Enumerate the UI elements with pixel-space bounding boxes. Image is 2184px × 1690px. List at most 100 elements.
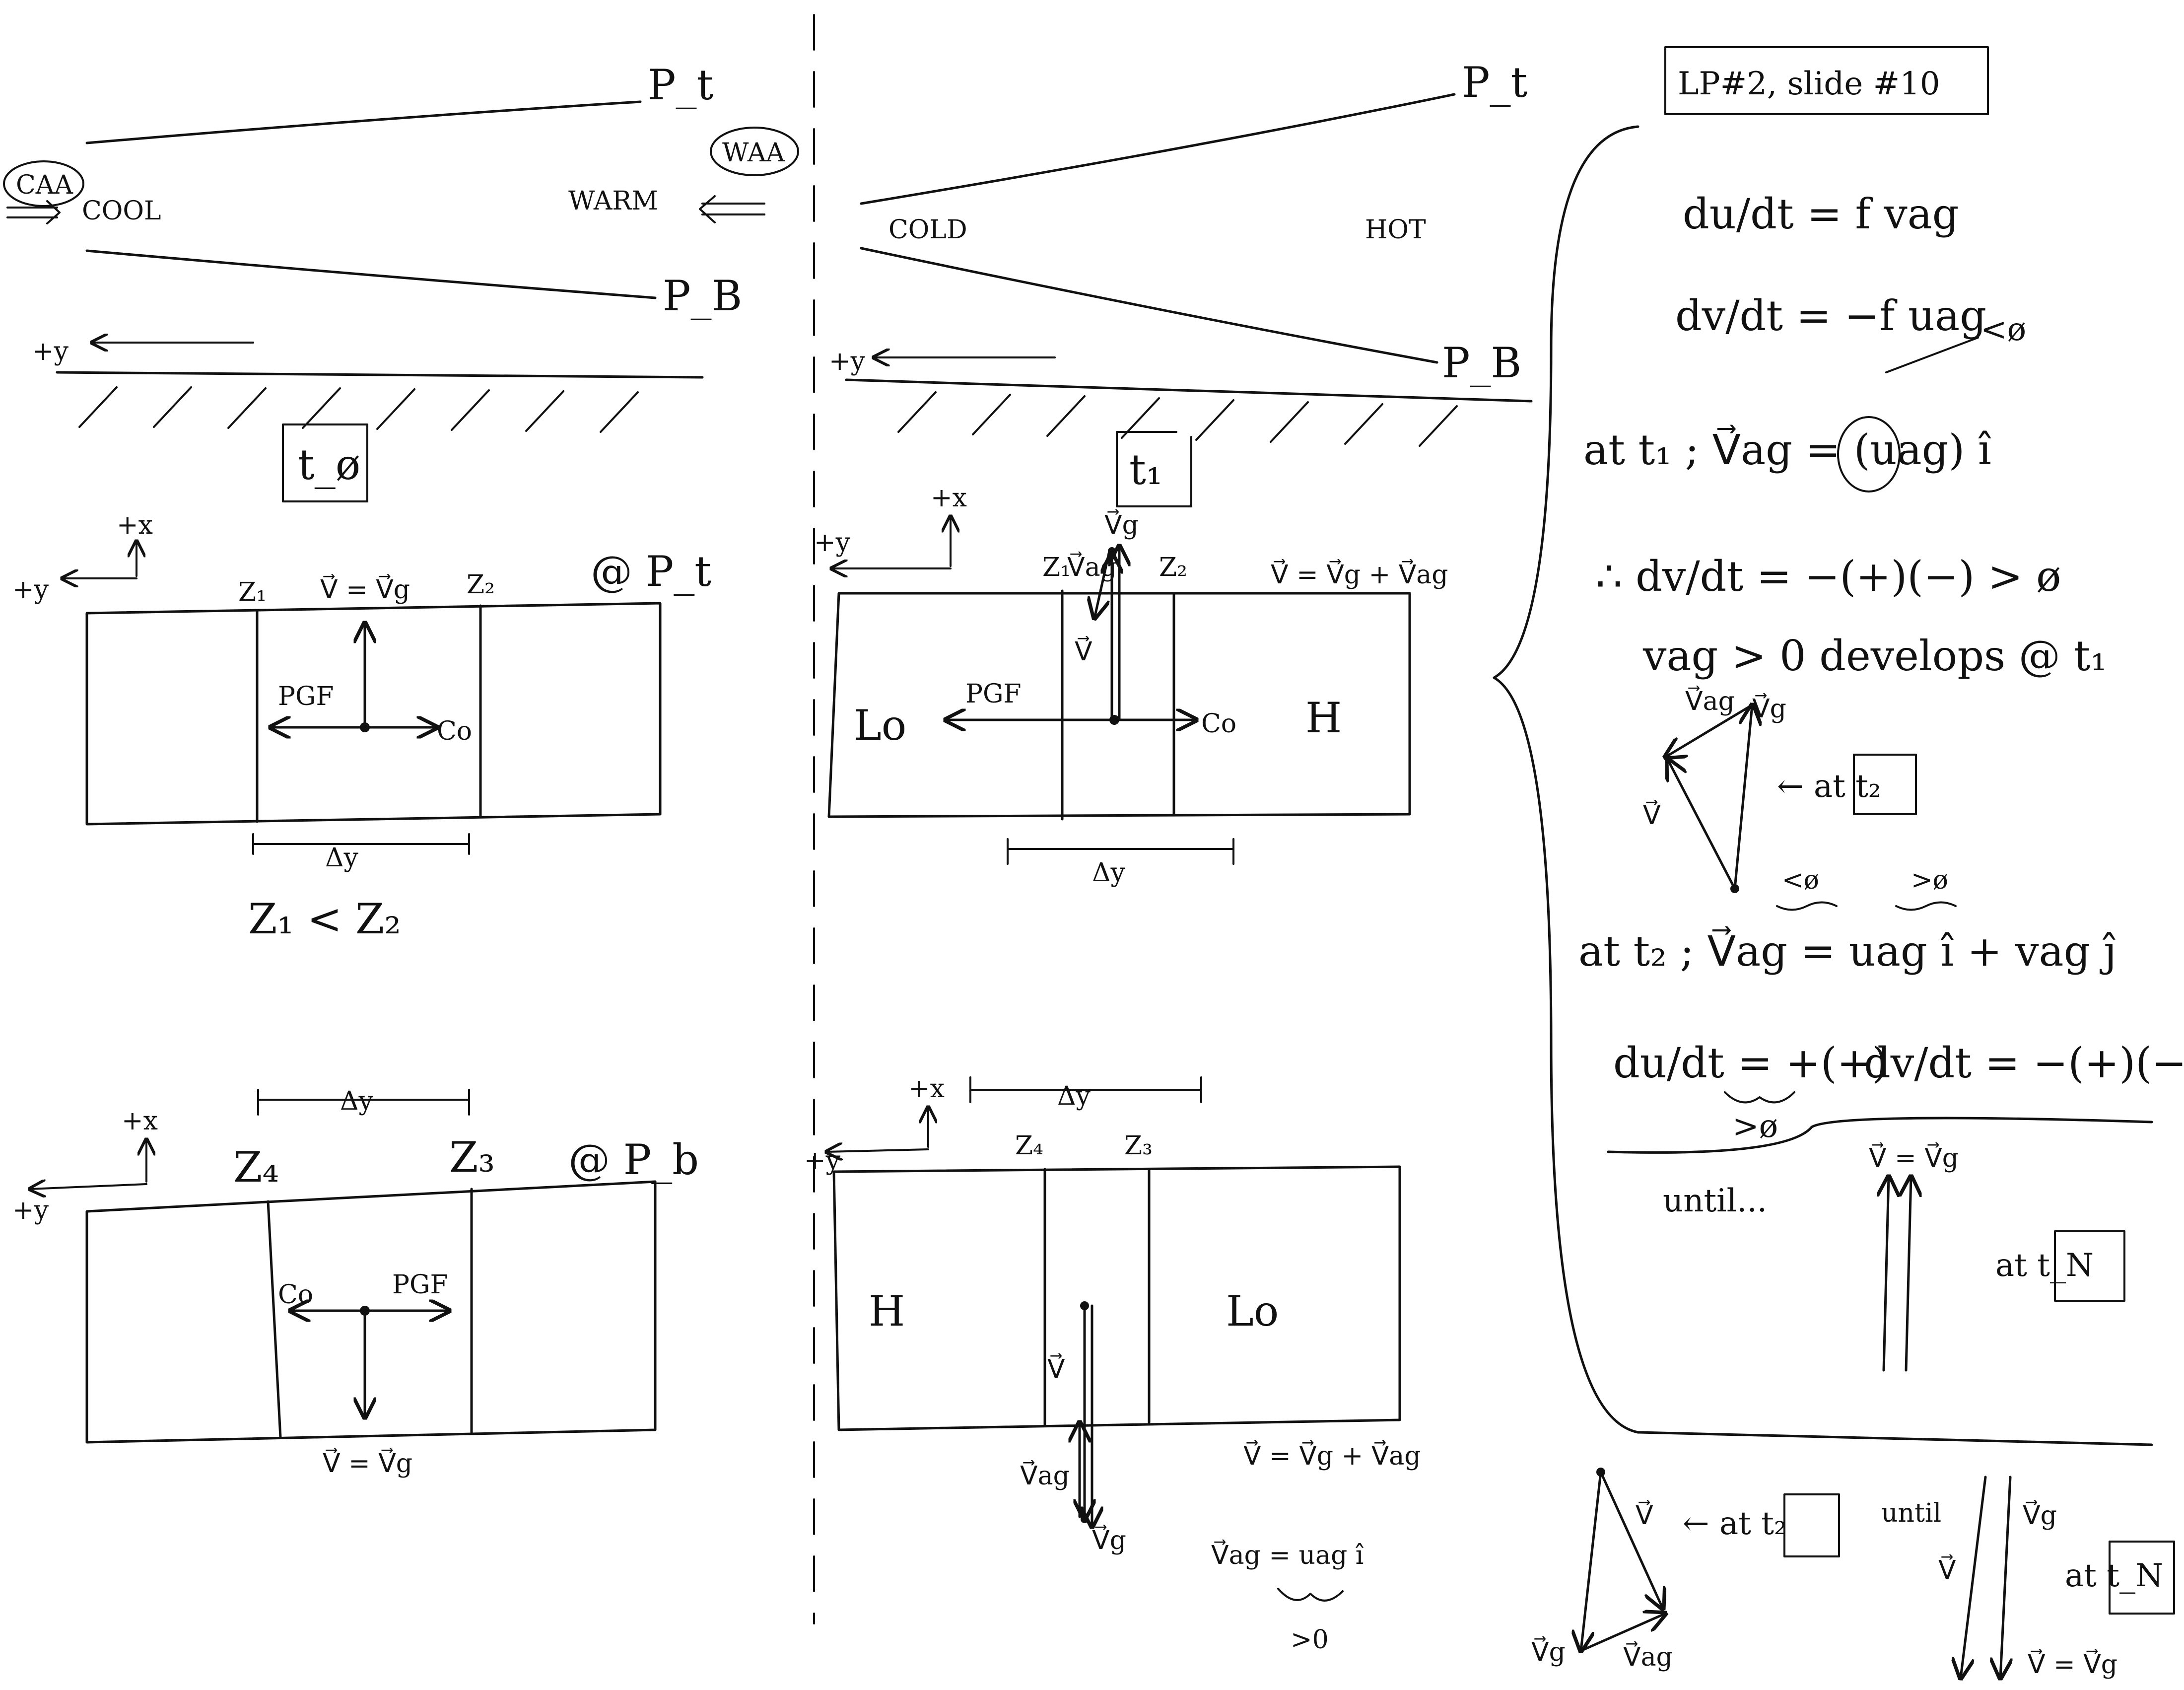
- parcel-dot: [360, 1306, 370, 1316]
- z2-label: Z₂: [467, 570, 495, 600]
- isobar-bottom: [85, 249, 657, 299]
- t1-cross-section: P_t COLD HOT P_B +y t₁: [829, 58, 1533, 507]
- at-t2-label: ← at t₂: [1777, 768, 1881, 805]
- t0-label: t_ø: [298, 440, 360, 489]
- dy-bracket: [1007, 838, 1234, 865]
- vg-label: V⃗g: [1752, 693, 1786, 724]
- v-arrow: [1884, 1177, 1889, 1372]
- at-tn-label: at t_N: [1995, 1247, 2094, 1284]
- du-dt-eq-2: du/dt = +(+): [1613, 1039, 1888, 1087]
- vector-tip-dot: [1108, 547, 1116, 555]
- tn-box: [2054, 1230, 2125, 1302]
- dy-label: Δy: [1057, 1081, 1091, 1111]
- z4-label: Z₄: [233, 1143, 279, 1192]
- tilde-marks: [1776, 901, 1957, 911]
- t1-box: [1116, 431, 1192, 507]
- bottom-vg-label-2: V⃗g: [2023, 1500, 2057, 1531]
- ground-line: [845, 378, 1533, 403]
- cool-label: COOL: [82, 196, 161, 226]
- therefore-eq: ∴ dv/dt = −(+)(−) > ø: [1596, 552, 2061, 601]
- caa-arrow: [6, 200, 61, 224]
- ground-line: [56, 371, 704, 379]
- bottom-vg-arrow: [1581, 1471, 1602, 1651]
- t1-lower-level: +x +y Δy Z₄ Z₃ H Lo V⃗ V⃗ag V⃗g V⃗ = V⃗g…: [804, 1074, 1421, 1655]
- bottom-vag-label: V⃗ag: [1623, 1641, 1673, 1672]
- t1-label: t₁: [1129, 445, 1162, 494]
- domain-box: [832, 1165, 1401, 1431]
- underbrace: [1277, 1588, 1344, 1602]
- until-note: until...: [1663, 1183, 1767, 1219]
- t0-box: [282, 423, 368, 502]
- co-label: Co: [278, 1280, 313, 1310]
- pointer-line: [1885, 337, 1979, 373]
- warm-label: WARM: [568, 186, 658, 216]
- z4-label: Z₄: [1015, 1131, 1043, 1161]
- v-sum-label: V⃗ = V⃗g + V⃗ag: [1271, 559, 1448, 590]
- waa-circle: [710, 127, 799, 176]
- isobar-top-label: P_t: [1462, 58, 1528, 107]
- lt-zero-note-2: <ø: [1782, 865, 1819, 895]
- curly-brace: [1493, 125, 1639, 1434]
- t0-cross-section: P_t P_B CAA COOL WAA WARM +y t_ø: [3, 61, 799, 502]
- ground-hatching: [897, 391, 1458, 447]
- bottom-tn-box: [2109, 1541, 2175, 1615]
- vg-label: V⃗g: [1104, 509, 1139, 540]
- parcel-dot: [1080, 1301, 1089, 1310]
- dy-label: Δy: [325, 843, 359, 873]
- bottom-v-label-2: V⃗: [1938, 1554, 1956, 1585]
- slide-box: [1664, 46, 1989, 115]
- parcel-dot: [360, 722, 370, 732]
- vg-arrow: [1906, 1177, 1911, 1372]
- bottom-until-label: until: [1881, 1498, 1941, 1528]
- level-label: @ P_b: [568, 1135, 699, 1184]
- z3-label: Z₃: [1124, 1131, 1153, 1161]
- v-eq-label: V⃗ = V⃗g: [320, 574, 410, 605]
- hot-label: HOT: [1365, 215, 1426, 245]
- level-label: @ P_t: [591, 547, 711, 596]
- vag-eq-label: V⃗ag = uag î: [1211, 1540, 1364, 1570]
- bottom-v-arrow-2: [1961, 1476, 1987, 1678]
- y-axis-label: +y: [829, 347, 866, 376]
- dy-label: Δy: [340, 1086, 374, 1116]
- vector-tip-dot: [1081, 1515, 1089, 1523]
- isobar-bottom-label: P_B: [1442, 339, 1521, 387]
- isobar-top: [85, 100, 642, 144]
- y-axis-label: +y: [32, 337, 69, 366]
- parcel-dot: [1109, 715, 1119, 725]
- t2-box: [1853, 754, 1917, 815]
- high-label: H: [1305, 694, 1342, 742]
- y-axis-label: +y: [12, 1196, 49, 1225]
- x-axis-label: +x: [908, 1074, 945, 1104]
- v-label: V⃗: [1643, 800, 1661, 831]
- v-arrow: [1668, 760, 1736, 890]
- vag-arrow: [1665, 704, 1754, 757]
- bottom-v-eq-label: V⃗ = V⃗g: [2028, 1649, 2117, 1680]
- domain-box: [85, 1180, 657, 1444]
- z1-label: Z₁: [1042, 553, 1071, 582]
- pgf-label: PGF: [392, 1270, 448, 1300]
- develops-note: vag > 0 develops @ t₁: [1642, 632, 2107, 680]
- y-axis-label: +y: [814, 528, 851, 558]
- cold-label: COLD: [888, 215, 967, 245]
- z3-label: Z₃: [449, 1133, 495, 1182]
- vag-arrow: [1094, 550, 1111, 618]
- parcel-dot: [1596, 1468, 1605, 1477]
- v-label: V⃗: [1075, 636, 1092, 667]
- low-label: Lo: [854, 701, 906, 750]
- gt-zero-note-3: >ø: [1732, 1108, 1778, 1145]
- domain-box: [827, 592, 1411, 818]
- dv-dt-eq: dv/dt = −f uag: [1675, 291, 1986, 340]
- isobar-bottom-label: P_B: [663, 272, 742, 320]
- under-note: >0: [1291, 1625, 1329, 1655]
- bottom-t2-box: [1783, 1493, 1840, 1557]
- y-axis-label: +y: [12, 575, 49, 605]
- vag-label: V⃗ag: [1020, 1460, 1070, 1491]
- bottom-vag-arrow: [1579, 1614, 1665, 1652]
- notes-panel: LP#2, slide #10 du/dt = f vag dv/dt = −f…: [1493, 46, 2184, 1680]
- isobar-top: [860, 93, 1456, 205]
- isobar-top-label: P_t: [648, 61, 714, 109]
- slide-label: LP#2, slide #10: [1678, 66, 1940, 102]
- v-label: V⃗: [1047, 1353, 1065, 1384]
